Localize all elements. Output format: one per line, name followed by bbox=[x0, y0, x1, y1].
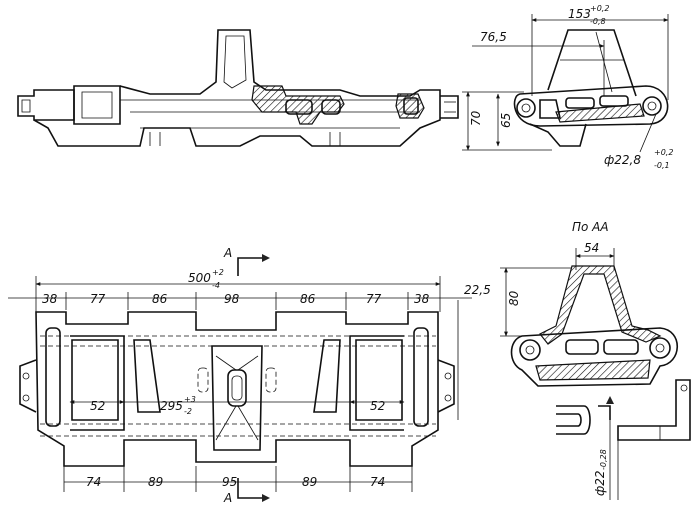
pin-dim-tol: -0,28 bbox=[599, 449, 608, 470]
dim-overall-tol-lower: -4 bbox=[212, 281, 220, 290]
bottom-dim-2: 89 bbox=[148, 475, 163, 489]
section-label-bottom: А bbox=[223, 491, 232, 505]
side-view bbox=[17, 29, 459, 147]
top-dimension-ticks bbox=[65, 292, 409, 310]
plan-view: А А 500 +2 -4 38 77 86 98 86 77 38 22,5 bbox=[8, 246, 491, 505]
bottom-dim-4: 89 bbox=[302, 475, 317, 489]
dim-76-5: 76,5 bbox=[480, 30, 507, 44]
dim-70: 70 bbox=[469, 110, 483, 126]
pin-detail: ф22 -0,28 bbox=[556, 379, 691, 500]
pin-dim: ф22 bbox=[593, 470, 607, 496]
dim-153-tol-upper: +0,2 bbox=[590, 4, 609, 13]
end-view: 153 +0,2 -0,8 76,5 70 65 ф22,8 +0,2 -0,1 bbox=[462, 4, 673, 170]
top-dim-1: 38 bbox=[42, 292, 58, 306]
section-view: По АА 54 80 bbox=[500, 220, 678, 387]
bottom-dim-1: 74 bbox=[86, 475, 101, 489]
dim-hole: ф22,8 bbox=[604, 153, 641, 167]
top-dim-6: 77 bbox=[366, 292, 382, 306]
top-dim-2: 77 bbox=[90, 292, 106, 306]
bottom-dimension-ticks bbox=[63, 466, 413, 492]
dim-295-tol-lower: -2 bbox=[184, 407, 192, 416]
bottom-dim-5: 74 bbox=[370, 475, 385, 489]
dim-52-left: 52 bbox=[90, 399, 105, 413]
dim-295: 295 bbox=[160, 399, 183, 413]
dim-22-5: 22,5 bbox=[464, 283, 491, 297]
dim-overall: 500 bbox=[188, 271, 211, 285]
top-dim-5: 86 bbox=[300, 292, 316, 306]
dim-hole-tol-upper: +0,2 bbox=[654, 148, 673, 157]
dim-overall-tol-upper: +2 bbox=[212, 268, 224, 277]
dim-54: 54 bbox=[584, 241, 599, 255]
dim-52-right: 52 bbox=[370, 399, 385, 413]
dim-153: 153 bbox=[568, 7, 591, 21]
dim-295-tol-upper: +3 bbox=[184, 395, 196, 404]
dim-65: 65 bbox=[499, 113, 513, 128]
bottom-dim-3: 95 bbox=[222, 475, 237, 489]
dim-hole-tol-lower: -0,1 bbox=[654, 161, 670, 170]
dim-153-tol-lower: -0,8 bbox=[590, 17, 606, 26]
top-dim-7: 38 bbox=[414, 292, 430, 306]
top-dim-4: 98 bbox=[224, 292, 240, 306]
dim-80: 80 bbox=[507, 290, 521, 306]
section-title: По АА bbox=[572, 220, 609, 234]
top-dim-3: 86 bbox=[152, 292, 168, 306]
section-label-top: А bbox=[223, 246, 232, 260]
